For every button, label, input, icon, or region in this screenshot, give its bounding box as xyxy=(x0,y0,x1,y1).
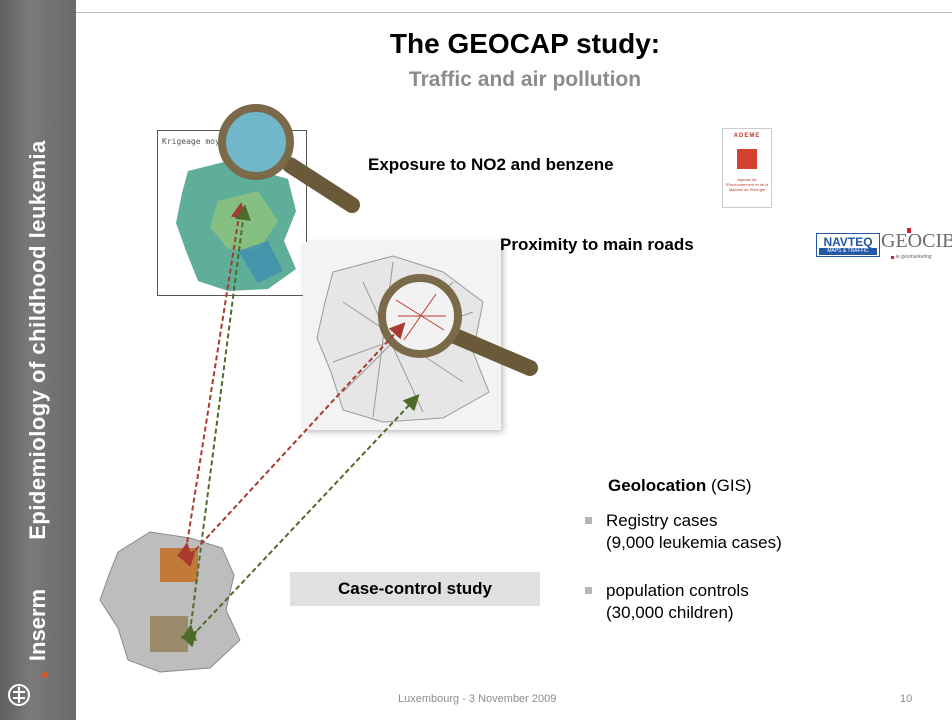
list-item-line2: (30,000 children) xyxy=(606,603,734,622)
ademe-logo-title: ADEME xyxy=(733,133,761,139)
slide-subtitle: Traffic and air pollution xyxy=(408,68,642,91)
list-item: population controls (30,000 children) xyxy=(606,580,749,624)
list-item-line1: Registry cases xyxy=(606,511,718,530)
page-number: 10 xyxy=(900,693,913,705)
list-item: Registry cases (9,000 leukemia cases) xyxy=(606,510,782,554)
arrow-red-2 xyxy=(178,322,406,568)
geocibl-logo-accent xyxy=(907,228,911,233)
footer-text: Luxembourg - 3 November 2009 xyxy=(398,693,557,705)
geocibl-logo-tagline: le géomarketing xyxy=(896,254,932,260)
geocibl-logo-bullet xyxy=(891,256,894,259)
arrow-red-1 xyxy=(176,202,247,560)
lower-france-map xyxy=(99,531,241,673)
ademe-logo-caption: Agence de l'Environnement et de la Maîtr… xyxy=(725,177,769,192)
exposure-label: Exposure to NO2 and benzene xyxy=(368,155,614,174)
magnifier-icon xyxy=(378,274,538,376)
case-control-box: Case-control study xyxy=(290,572,540,606)
top-divider xyxy=(76,12,952,13)
bullet-marker xyxy=(585,517,592,524)
geolocation-title: Geolocation xyxy=(608,476,707,495)
inserm-dot xyxy=(42,672,48,678)
arrow-green-2 xyxy=(180,394,420,648)
navteq-logo-tagline: MAPS & TRAFFIC xyxy=(819,248,877,255)
navteq-logo-name: NAVTEQ xyxy=(823,235,873,249)
geolocation-suffix: (GIS) xyxy=(710,476,752,495)
list-item-line2: (9,000 leukemia cases) xyxy=(606,533,782,552)
inserm-logo-icon xyxy=(8,684,30,706)
child-photo-2 xyxy=(150,616,188,652)
sidebar: Epidemiology of childhood leukemia Inser… xyxy=(0,0,76,720)
bullet-marker xyxy=(585,587,592,594)
list-item-line1: population controls xyxy=(606,581,749,600)
case-control-label: Case-control study xyxy=(338,579,492,598)
proximity-label: Proximity to main roads xyxy=(500,235,694,254)
map-caption: Krigeage moyen xyxy=(162,137,230,146)
geocibl-logo-name: GEOCIBL xyxy=(881,230,952,252)
navteq-logo: NAVTEQ MAPS & TRAFFIC xyxy=(816,233,880,257)
ademe-logo: ADEME Agence de l'Environnement et de la… xyxy=(722,128,772,208)
magnifier-icon xyxy=(218,104,360,213)
slide-title: The GEOCAP study: xyxy=(389,28,661,59)
geolocation-heading: Geolocation (GIS) xyxy=(608,476,752,496)
ademe-logo-mark xyxy=(737,149,757,169)
